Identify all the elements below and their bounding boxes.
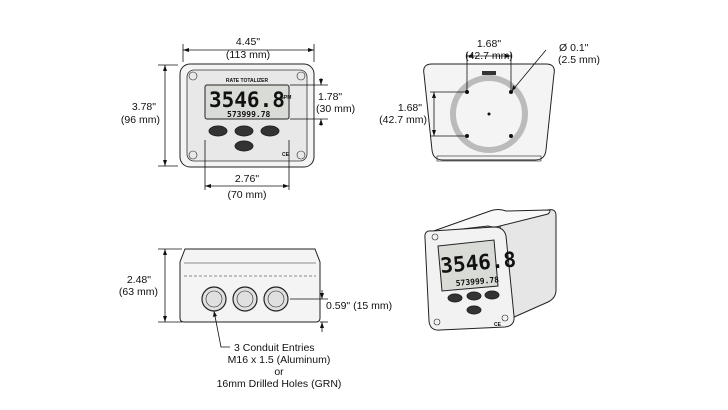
conduit-entry-3 <box>263 286 289 312</box>
conduit-inner <box>267 290 285 308</box>
arrow <box>319 79 323 85</box>
front-lcd-main: 3546.8 <box>209 88 285 112</box>
iso-button-3[interactable] <box>484 290 500 300</box>
arrow <box>320 322 324 328</box>
front-button-3[interactable] <box>260 125 280 137</box>
arrow <box>432 92 436 98</box>
front-view: 4.45" (113 mm) 3.78" (96 mm) RATE TOTALI… <box>121 36 355 201</box>
screw-icon <box>431 233 439 241</box>
back-hole-spacing-v-mm: (42.7 mm) <box>379 114 427 126</box>
arrow <box>320 293 324 299</box>
bottom-depth-in: 2.48" <box>127 274 151 286</box>
back-hole-diameter-mm: (2.5 mm) <box>558 54 600 66</box>
front-brand: RATE TOTALIZER <box>226 78 269 84</box>
conduit-note-leader <box>213 310 230 348</box>
bottom-conduit-offset: 0.59" (15 mm) <box>326 300 392 312</box>
arrow <box>205 184 211 188</box>
arrow <box>319 119 323 125</box>
back-hole-diameter-in: Ø 0.1" <box>559 42 589 54</box>
front-width-mm: (113 mm) <box>226 49 270 61</box>
arrow <box>163 249 167 255</box>
bottom-body <box>179 248 321 323</box>
front-button-2[interactable] <box>234 125 254 137</box>
ce-mark-icon: CE <box>494 322 502 328</box>
back-view: 1.68" (42.7 mm) Ø 0.1" (2.5 mm) 1.68" (4… <box>379 38 600 162</box>
conduit-note-line3: or <box>274 366 284 378</box>
back-label <box>482 71 496 75</box>
back-lip <box>436 155 542 162</box>
front-height-in: 3.78" <box>132 101 156 113</box>
front-unit-label: GPM <box>280 95 291 101</box>
arrow <box>512 85 516 91</box>
back-mount-ring <box>450 75 528 153</box>
iso-lcd <box>437 239 499 292</box>
iso-view: 3546.8 573999.78 CE <box>424 209 557 331</box>
screw-icon <box>188 150 198 160</box>
conduit-entry-2 <box>232 286 258 312</box>
conduit-inner <box>236 290 254 308</box>
conduit-note-line2: M16 x 1.5 (Aluminum) <box>228 354 331 366</box>
front-lcd <box>204 84 290 120</box>
back-hole-spacing-v-in: 1.68" <box>398 102 422 114</box>
arrow <box>283 184 289 188</box>
front-button-4[interactable] <box>234 140 254 152</box>
front-display-width-mm: (70 mm) <box>227 189 266 201</box>
conduit-entry-1 <box>201 286 227 312</box>
conduit-inner <box>205 290 223 308</box>
iso-lcd-secondary: 573999.78 <box>455 275 499 288</box>
conduit-note-line4: 16mm Drilled Holes (GRN) <box>217 378 342 390</box>
ce-mark-icon: CE <box>282 152 290 158</box>
arrow <box>163 160 167 166</box>
iso-button-1[interactable] <box>447 293 463 303</box>
front-height-mm: (96 mm) <box>121 114 160 126</box>
front-lcd-secondary: 573999.78 <box>227 110 271 119</box>
arrow <box>183 48 189 52</box>
front-display-height-mm: (30 mm) <box>316 103 355 115</box>
screw-icon <box>296 71 306 81</box>
iso-side-face <box>499 209 557 319</box>
screw-icon <box>433 318 441 326</box>
conduit-note-line1: 3 Conduit Entries <box>234 342 315 354</box>
screw-icon <box>501 314 509 322</box>
hole-diameter-leader <box>510 49 547 93</box>
iso-button-2[interactable] <box>466 291 482 301</box>
arrow <box>308 48 314 52</box>
front-display-height-in: 1.78" <box>318 91 342 103</box>
screw-icon <box>188 71 198 81</box>
front-width-in: 4.45" <box>236 36 260 48</box>
arrow <box>432 130 436 136</box>
iso-button-4[interactable] <box>466 305 482 315</box>
arrow <box>467 54 473 58</box>
back-hole-spacing-h-mm: (42.7 mm) <box>465 50 513 62</box>
front-button-1[interactable] <box>208 125 228 137</box>
bottom-depth-mm: (63 mm) <box>119 286 158 298</box>
mount-hole <box>509 134 513 138</box>
arrow <box>163 316 167 322</box>
back-hole-spacing-h-in: 1.68" <box>477 38 501 50</box>
back-center-hole <box>487 112 491 116</box>
front-display-width-in: 2.76" <box>235 173 259 185</box>
arrow <box>505 54 511 58</box>
screw-icon <box>296 150 306 160</box>
arrow <box>163 65 167 71</box>
bottom-view: 2.48" (63 mm) 0.59" (15 mm) 3 Conduit En… <box>119 248 392 390</box>
arrow <box>213 311 217 317</box>
